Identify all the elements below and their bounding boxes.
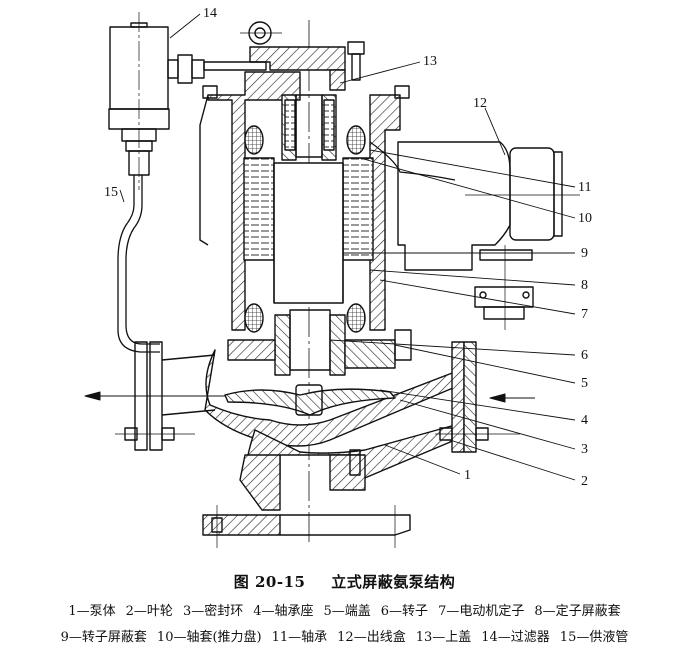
callout-9: 9 [581, 246, 588, 261]
callout-3: 3 [581, 442, 588, 457]
outlet-flow-arrow [84, 391, 225, 401]
callout-5: 5 [581, 376, 588, 391]
filter [108, 12, 267, 190]
legend-item-13: 13—上盖 [415, 630, 472, 645]
legend-item-8: 8—定子屏蔽套 [534, 604, 621, 619]
callout-8: 8 [581, 278, 588, 293]
legend-item-4: 4—轴承座 [253, 604, 314, 619]
legend-item-5: 5—端盖 [323, 604, 371, 619]
callout-4: 4 [581, 413, 588, 428]
legend-item-6: 6—转子 [380, 604, 429, 619]
callout-2: 2 [581, 474, 588, 489]
callout-14: 14 [203, 6, 217, 21]
figure-caption: 图 20-15 立式屏蔽氨泵结构 [0, 571, 689, 592]
callout-10: 10 [578, 211, 592, 226]
figure-number: 图 20-15 [233, 573, 306, 591]
rotor [273, 162, 344, 304]
upper-bearing [281, 94, 337, 161]
legend-item-9: 9—转子屏蔽套 [60, 630, 147, 645]
legend-item-14: 14—过滤器 [481, 630, 550, 645]
supply-pipe [117, 175, 160, 353]
impeller [224, 388, 396, 416]
callout-labels: 14 13 12 11 10 9 8 7 6 5 4 3 2 1 15 [104, 6, 592, 489]
callout-6: 6 [581, 348, 588, 363]
legend-row-1: 1—泵体 2—叶轮 3—密封环 4—轴承座 5—端盖 6—转子 7—电动机定子 8—定子屏蔽套 [0, 600, 689, 619]
stator-windings [243, 125, 374, 333]
legend-item-3: 3—密封环 [182, 604, 244, 619]
legend-item-1: 1—泵体 [68, 604, 116, 619]
callout-1: 1 [464, 468, 471, 483]
leader-lines [119, 13, 576, 481]
lifting-eye [240, 21, 282, 45]
junction-box [369, 141, 580, 330]
callout-11: 11 [578, 180, 591, 195]
inlet-flow-arrow [489, 393, 535, 403]
legend-row-2: 9—转子屏蔽套 10—轴套(推力盘) 11—轴承 12—出线盒 13—上盖 14—过滤器 1… [0, 626, 689, 645]
legend-item-7: 7—电动机定子 [438, 604, 525, 619]
pump-cross-section-drawing: 14 13 12 11 10 9 8 7 6 5 4 3 2 1 15 [84, 6, 592, 548]
legend-item-10: 10—轴套(推力盘) [156, 630, 262, 645]
legend-item-11: 11—轴承 [271, 630, 328, 645]
callout-12: 12 [473, 96, 487, 111]
callout-13: 13 [423, 54, 437, 69]
callout-15: 15 [104, 185, 118, 200]
callout-7: 7 [581, 307, 588, 322]
top-cover [249, 41, 365, 91]
inlet-flange [435, 341, 520, 453]
legend-item-12: 12—出线盒 [337, 630, 406, 645]
legend-item-15: 15—供液管 [559, 630, 629, 645]
legend-item-2: 2—叶轮 [125, 604, 173, 619]
figure-title: 立式屏蔽氨泵结构 [331, 573, 456, 591]
base-stand [202, 449, 411, 548]
